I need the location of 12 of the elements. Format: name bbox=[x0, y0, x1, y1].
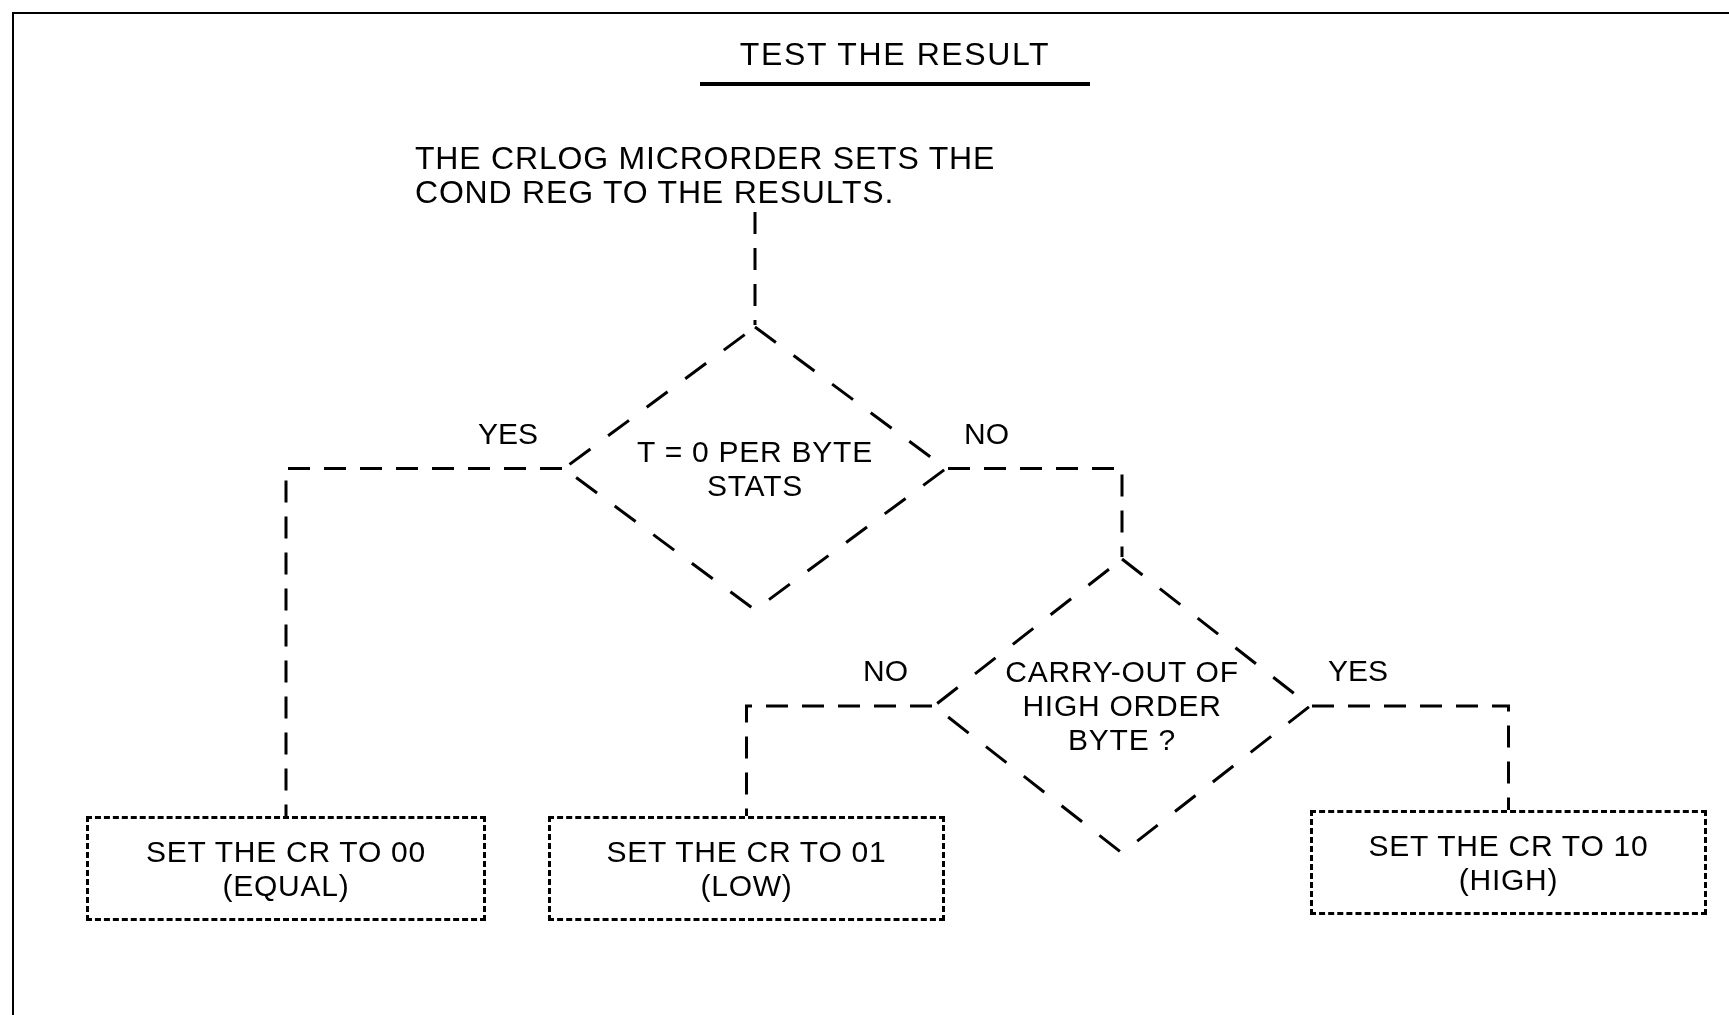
process-text: THE CRLOG MICRORDER SETS THE COND REG TO THE RESULTS. bbox=[415, 141, 997, 209]
process-box: SET THE CR TO 00 (EQUAL) bbox=[86, 816, 486, 921]
connector-line bbox=[753, 212, 757, 325]
process-box: SET THE CR TO 01 (LOW) bbox=[548, 816, 945, 921]
connector-line bbox=[745, 704, 932, 816]
title: TEST THE RESULT bbox=[700, 30, 1090, 86]
process-box: SET THE CR TO 10 (HIGH) bbox=[1310, 810, 1707, 915]
decision-text: T = 0 PER BYTE STATS bbox=[636, 434, 874, 503]
decision-text: CARRY-OUT OF HIGH ORDER BYTE ? bbox=[1004, 655, 1240, 757]
connector-line bbox=[1312, 704, 1510, 810]
connector-line bbox=[284, 467, 562, 816]
connector-line bbox=[948, 467, 1124, 557]
